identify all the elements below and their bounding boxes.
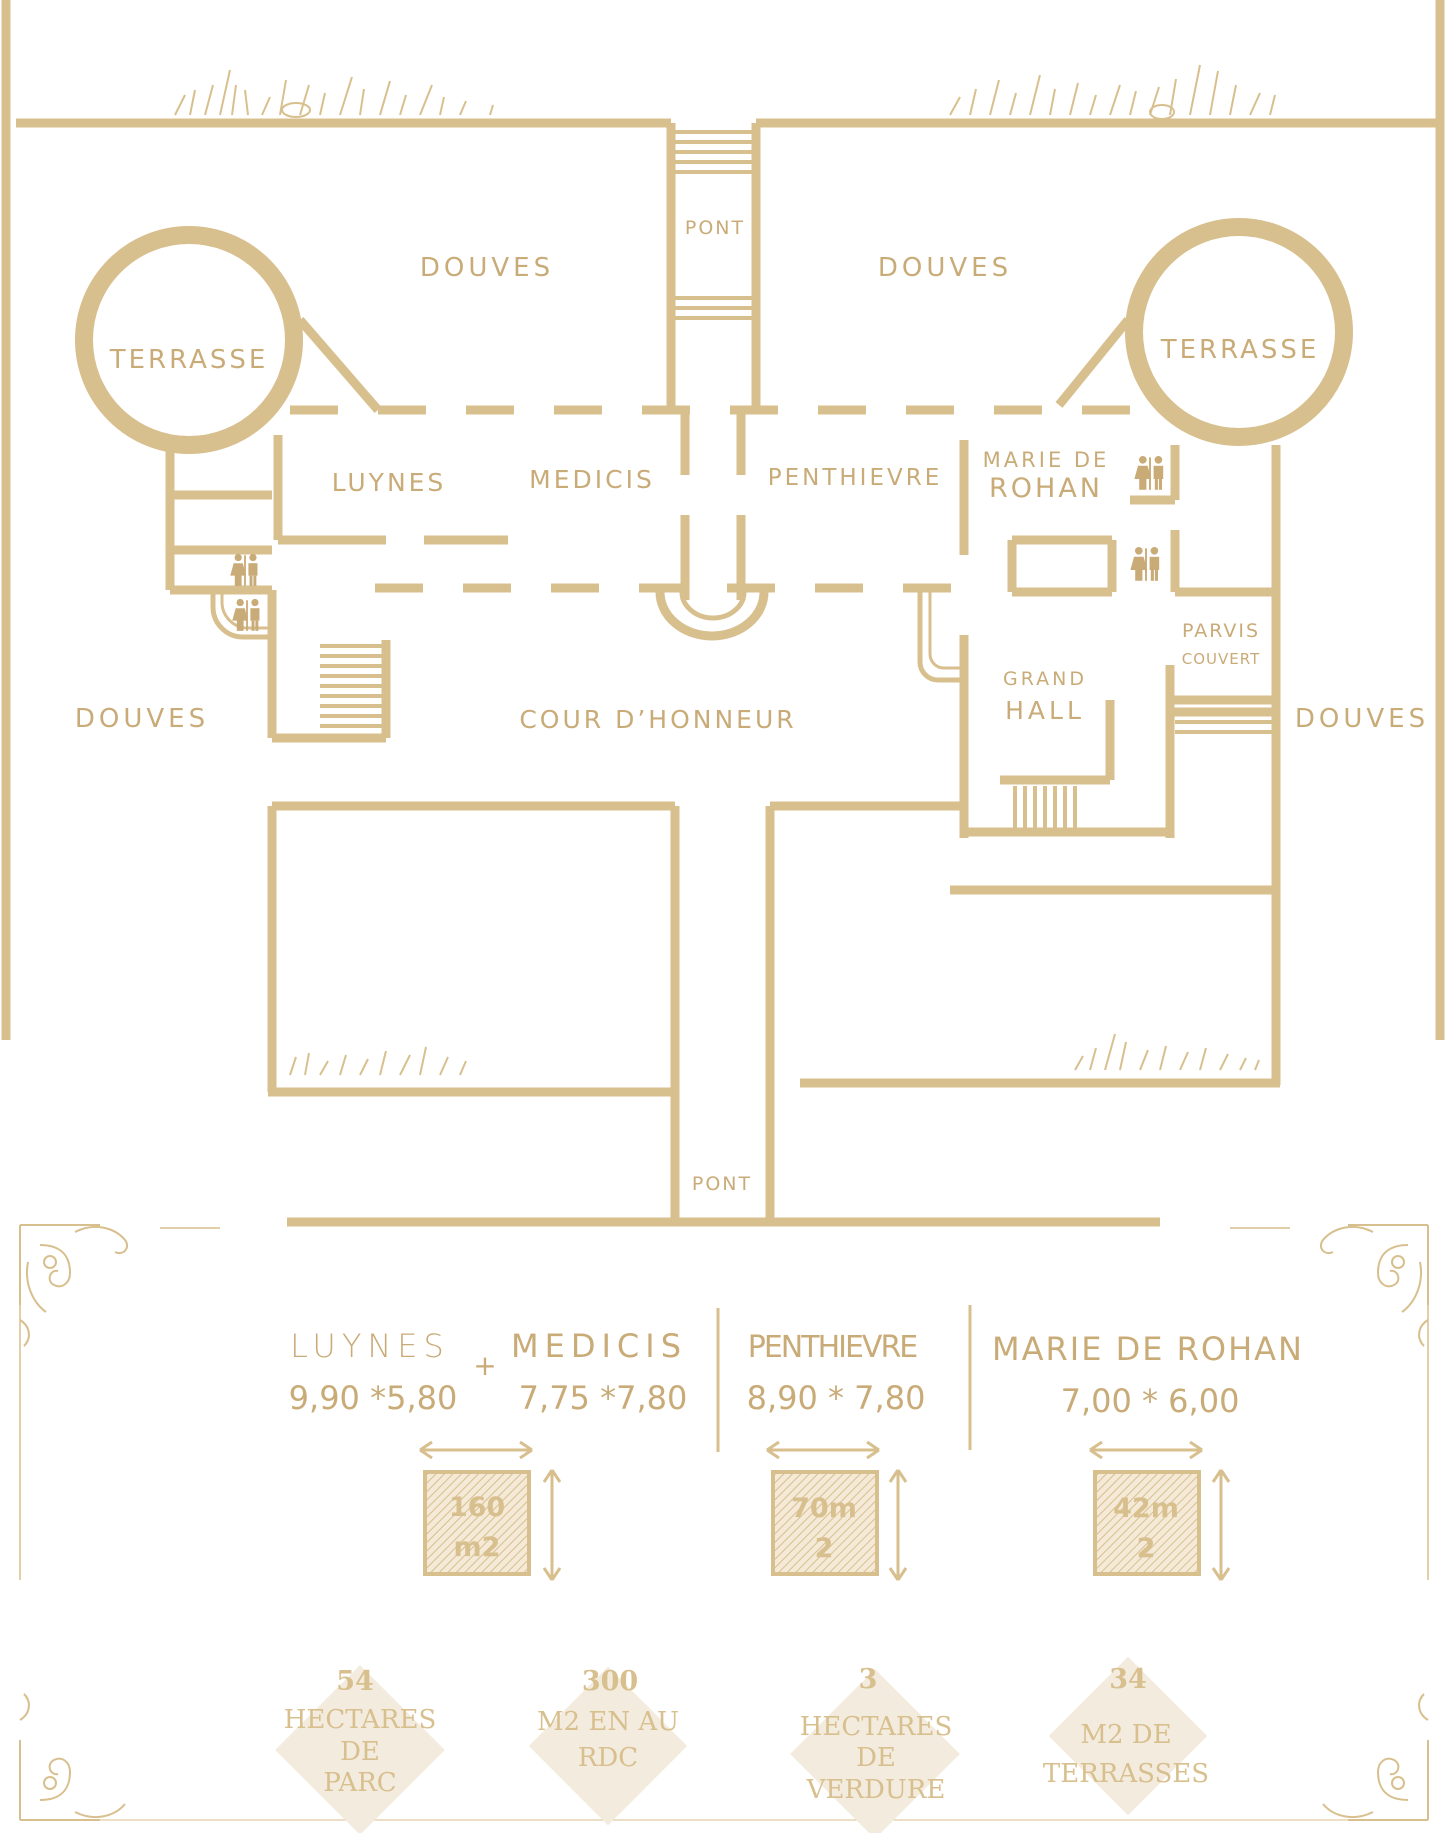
area-box-marie-de-rohan: 42m 2 — [1089, 1440, 1231, 1581]
label-terrasse-left: TERRASSE — [109, 345, 269, 375]
label-grand: GRAND — [1003, 668, 1087, 690]
area-unit: 2 — [815, 1533, 834, 1564]
restroom-icon — [230, 553, 258, 586]
area-boxes: 160 m2 70m 2 42m 2 — [419, 1440, 1231, 1581]
label-terrasse-right: TERRASSE — [1160, 335, 1320, 365]
room-marie-dims: 7,00 * 6,00 — [1061, 1382, 1240, 1420]
stat-number: 34 — [1109, 1664, 1147, 1695]
room-penthievre-name: PENTHIEVRE — [748, 1330, 918, 1365]
room-medicis-name: MEDICIS — [511, 1327, 687, 1365]
room-details: LUYNES 9,90 *5,80 + MEDICIS 7,75 *7,80 P… — [289, 1305, 1304, 1452]
stat-line: PARC — [323, 1768, 396, 1798]
label-douves-top-left: DOUVES — [420, 253, 554, 283]
corner-flourish-bottom-right — [1322, 1693, 1429, 1821]
stat-line: DE — [856, 1743, 896, 1773]
room-luynes-dims: 9,90 *5,80 — [289, 1379, 458, 1417]
label-parvis: PARVIS — [1182, 620, 1260, 642]
label-medicis: MEDICIS — [529, 465, 655, 494]
stat-line: DE — [340, 1737, 380, 1767]
stat-line: HECTARES — [284, 1705, 437, 1735]
stats-row: 54 HECTARES DE PARC 300 M2 EN AU RDC 3 H… — [275, 1656, 1209, 1833]
corner-flourish-bottom-left — [19, 1693, 126, 1821]
label-pont-top: PONT — [685, 217, 745, 239]
room-marie-name: MARIE DE ROHAN — [992, 1330, 1304, 1368]
area-box-luynes-medicis: 160 m2 — [419, 1440, 562, 1581]
restroom-icon — [1134, 455, 1164, 490]
label-couvert: COUVERT — [1182, 650, 1261, 668]
label-marie-de: MARIE DE — [983, 448, 1110, 472]
room-luynes-name: LUYNES — [290, 1327, 450, 1365]
area-value: 160 — [449, 1492, 505, 1523]
ornate-frame — [19, 1224, 1429, 1821]
stat-line: M2 DE — [1080, 1720, 1171, 1750]
label-luynes: LUYNES — [332, 468, 447, 497]
dashed-corridors — [290, 405, 1140, 593]
label-douves-right: DOUVES — [1295, 704, 1429, 734]
room-medicis-dims: 7,75 *7,80 — [519, 1379, 688, 1417]
plan-walls — [1, 0, 1445, 1227]
corner-flourish-top-left — [19, 1224, 129, 1347]
label-rohan: ROHAN — [989, 473, 1103, 504]
area-value: 42m — [1113, 1493, 1179, 1524]
stat-number: 300 — [582, 1666, 638, 1697]
area-unit: 2 — [1137, 1533, 1156, 1564]
grass-decoration — [174, 64, 1276, 1076]
stat-line: HECTARES — [800, 1712, 953, 1742]
area-value: 70m — [791, 1493, 857, 1524]
stat-line: VERDURE — [806, 1775, 946, 1805]
stat-number: 3 — [859, 1664, 878, 1695]
label-pont-bottom: PONT — [692, 1173, 752, 1195]
corner-flourish-top-right — [1319, 1224, 1429, 1347]
stat-number: 54 — [336, 1666, 374, 1697]
plus-sign: + — [473, 1349, 496, 1382]
label-douves-left: DOUVES — [75, 704, 209, 734]
restroom-icon — [1130, 546, 1160, 581]
stat-terrasses: 34 M2 DE TERRASSES — [1043, 1656, 1209, 1816]
label-penthievre: PENTHIEVRE — [768, 465, 943, 491]
stat-line: TERRASSES — [1043, 1759, 1209, 1789]
area-box-penthievre: 70m 2 — [766, 1440, 908, 1581]
stat-parc: 54 HECTARES DE PARC — [275, 1665, 445, 1833]
area-unit: m2 — [454, 1532, 501, 1563]
stairs — [210, 130, 1276, 828]
stat-line: RDC — [578, 1743, 638, 1773]
label-douves-top-right: DOUVES — [878, 253, 1012, 283]
stat-verdure: 3 HECTARES DE VERDURE — [790, 1664, 960, 1833]
room-penthievre-dims: 8,90 * 7,80 — [747, 1379, 926, 1417]
label-cour-honneur: COUR D’HONNEUR — [519, 705, 796, 734]
stat-rdc: 300 M2 EN AU RDC — [528, 1666, 688, 1826]
stat-line: M2 EN AU — [537, 1707, 679, 1737]
label-hall: HALL — [1005, 696, 1085, 725]
